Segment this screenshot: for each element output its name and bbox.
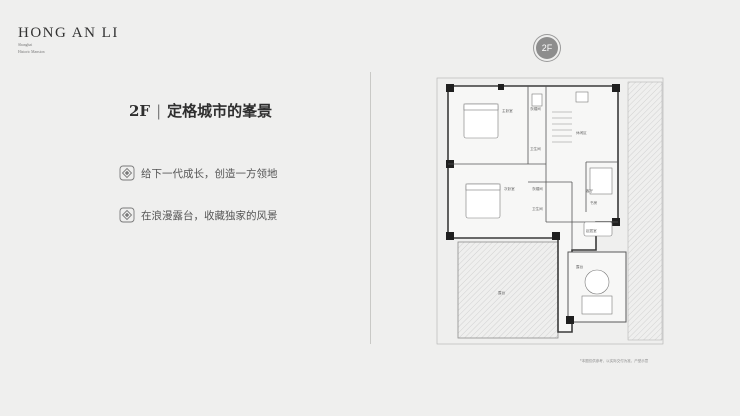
- page-heading: 2F | 定格城市的峯景: [129, 100, 272, 121]
- svg-text:休闲区: 休闲区: [576, 130, 587, 135]
- svg-text:主卧室: 主卧室: [502, 108, 513, 113]
- svg-text:露台: 露台: [576, 264, 584, 269]
- brand-title: HONG AN LI: [18, 25, 119, 41]
- heading-title: 定格城市的峯景: [167, 102, 273, 120]
- floor-badge: 2F: [536, 37, 558, 59]
- brand-subtitle-line2: Historic Mansion: [18, 50, 45, 54]
- diamond-icon: [119, 165, 135, 181]
- site-boundary: [436, 77, 664, 345]
- furniture: [463, 91, 613, 315]
- brand-logo: HONG AN LI Shanghai Historic Mansion: [18, 25, 119, 55]
- side-strip: [627, 81, 663, 341]
- brand-subtitle-line1: Shanghai: [18, 43, 33, 47]
- svg-text:露台: 露台: [498, 290, 506, 295]
- feature-text-2: 在浪漫露台，收藏独家的风景: [141, 209, 278, 222]
- terrace-left: [457, 241, 559, 339]
- svg-text:卫生间: 卫生间: [530, 146, 541, 151]
- floor-label: 2F: [129, 102, 151, 120]
- feature-item-1: 给下一代成长，创造一方领地: [119, 165, 278, 181]
- svg-text:衣帽间: 衣帽间: [532, 186, 543, 191]
- disclaimer-footnote: *本图仅供参考，以实际交付为准，户型示意: [580, 359, 649, 363]
- vertical-divider: [370, 72, 371, 344]
- stairs: [552, 111, 572, 143]
- svg-text:衣帽间: 衣帽间: [530, 106, 541, 111]
- feature-text-1: 给下一代成长，创造一方领地: [141, 167, 278, 180]
- feature-item-2: 在浪漫露台，收藏独家的风景: [119, 207, 278, 223]
- svg-text:卫生间: 卫生间: [532, 206, 543, 211]
- floor-plan: 主卧室 衣帽间 卫生间 次卧室 露台 客厅 休闲区 书房 衣帽间 卫生间 露台 …: [436, 77, 664, 345]
- svg-text:客厅: 客厅: [586, 188, 594, 193]
- diamond-icon: [119, 207, 135, 223]
- svg-text:次卧室: 次卧室: [504, 186, 515, 191]
- room-labels: 主卧室 衣帽间 卫生间 次卧室 露台 客厅 休闲区 书房 衣帽间 卫生间 露台 …: [498, 106, 598, 295]
- interior-walls: [448, 86, 618, 250]
- svg-text:起居室: 起居室: [586, 228, 597, 233]
- svg-text:书房: 书房: [590, 200, 598, 205]
- heading-separator: |: [156, 102, 162, 120]
